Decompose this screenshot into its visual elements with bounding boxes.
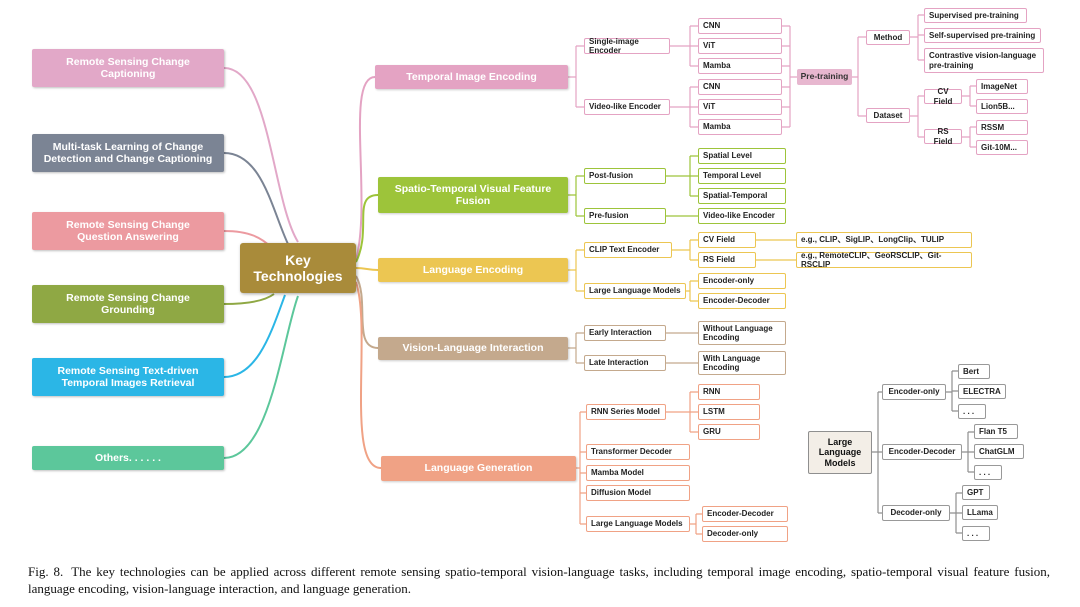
gen-rnn: RNN (698, 384, 760, 400)
key-technologies-node: Key Technologies (240, 243, 356, 293)
task-change-captioning: Remote Sensing Change Captioning (32, 49, 224, 87)
spatial-level: Spatial Level (698, 148, 786, 164)
diffusion-model: Diffusion Model (586, 485, 690, 501)
gen-encoder-decoder: Encoder-Decoder (702, 506, 788, 522)
rnn-series-model: RNN Series Model (586, 404, 666, 420)
method-node: Method (866, 30, 910, 45)
bert: Bert (958, 364, 990, 379)
early-interaction: Early Interaction (584, 325, 666, 341)
with-language-encoding: With Language Encoding (698, 351, 786, 375)
gen-gru: GRU (698, 424, 760, 440)
figure-caption-text: The key technologies can be applied acro… (28, 564, 1051, 596)
connector-branch-3 (355, 267, 379, 271)
pre-training-node: Pre-training (797, 69, 852, 85)
single-image-encoder: Single-image Encoder (584, 37, 670, 55)
connector-lines (223, 14, 976, 535)
lang-cv-field: CV Field (698, 232, 756, 248)
task-multi-task-learning: Multi-task Learning of Change Detection … (32, 134, 224, 172)
spatial-temporal: Spatial-Temporal (698, 188, 786, 204)
video-mamba: Mamba (698, 119, 782, 135)
task-change-grounding: Remote Sensing Change Grounding (32, 285, 224, 323)
chatglm: ChatGLM (974, 444, 1024, 459)
llm-encoder-decoder: Encoder-Decoder (882, 444, 962, 460)
imagenet: ImageNet (976, 79, 1028, 94)
large-language-models-node: Large Language Models (808, 431, 872, 474)
clip-text-encoder: CLIP Text Encoder (584, 242, 672, 258)
transformer-decoder: Transformer Decoder (586, 444, 690, 460)
encoder-only-more: . . . (958, 404, 986, 419)
lang-enc-encoder-decoder: Encoder-Decoder (698, 293, 786, 309)
branch-temporal-image-encoding: Temporal Image Encoding (375, 65, 568, 89)
lang-enc-llm: Large Language Models (584, 283, 686, 299)
figure-caption: Fig. 8.The key technologies can be appli… (28, 563, 1050, 597)
video-cnn: CNN (698, 79, 782, 95)
self-supervised-pretraining: Self-supervised pre-training (924, 28, 1041, 43)
post-fusion: Post-fusion (584, 168, 666, 184)
without-language-encoding: Without Language Encoding (698, 321, 786, 345)
gpt: GPT (962, 485, 990, 500)
lion5b: Lion5B... (976, 99, 1028, 114)
single-vit: ViT (698, 38, 782, 54)
cv-field-examples: e.g., CLIP、SigLIP、LongClip、TULIP (796, 232, 972, 248)
task-change-question-answering: Remote Sensing Change Question Answering (32, 212, 224, 250)
task-others: Others. . . . . . (32, 446, 224, 470)
branch-language-encoding: Language Encoding (378, 258, 568, 282)
branch-language-generation: Language Generation (381, 456, 576, 481)
lang-enc-encoder-only: Encoder-only (698, 273, 786, 289)
connector-task-4 (223, 293, 275, 305)
git-10m: Git-10M... (976, 140, 1028, 155)
contrastive-vl-pretraining: Contrastive vision-language pre-training (924, 48, 1044, 73)
pre-fusion: Pre-fusion (584, 208, 666, 224)
video-vit: ViT (698, 99, 782, 115)
single-cnn: CNN (698, 18, 782, 34)
single-mamba: Mamba (698, 58, 782, 74)
rssm: RSSM (976, 120, 1028, 135)
dataset-node: Dataset (866, 108, 910, 123)
temporal-level: Temporal Level (698, 168, 786, 184)
flan-t5: Flan T5 (974, 424, 1018, 439)
connector-task-2 (223, 152, 289, 245)
decoder-only-more: . . . (962, 526, 990, 541)
video-like-encoder: Video-like Encoder (584, 99, 670, 115)
branch-spatio-temporal-fusion: Spatio-Temporal Visual Feature Fusion (378, 177, 568, 213)
llm-decoder-only: Decoder-only (882, 505, 950, 521)
mamba-model: Mamba Model (586, 465, 690, 481)
connector-branch-1 (355, 76, 376, 261)
connector-task-6 (223, 295, 299, 459)
connector-task-1 (223, 67, 299, 243)
task-temporal-images-retrieval: Remote Sensing Text-driven Temporal Imag… (32, 358, 224, 396)
llm-encoder-only: Encoder-only (882, 384, 946, 400)
pretrain-cv-field: CV Field (924, 87, 962, 106)
electra: ELECTRA (958, 384, 1006, 399)
lang-rs-field: RS Field (698, 252, 756, 268)
branch-vision-language-interaction: Vision-Language Interaction (378, 337, 568, 360)
pre-fusion-video-like-encoder: Video-like Encoder (698, 208, 786, 224)
figure-label: Fig. 8. (28, 564, 64, 579)
late-interaction: Late Interaction (584, 355, 666, 371)
encoder-decoder-more: . . . (974, 465, 1002, 480)
gen-lstm: LSTM (698, 404, 760, 420)
connector-task-5 (223, 294, 286, 378)
gen-decoder-only: Decoder-only (702, 526, 788, 542)
llama: LLama (962, 505, 998, 520)
rs-field-examples: e.g., RemoteCLIP、GeoRSCLIP、Git-RSCLIP (796, 251, 972, 269)
mind-map: Remote Sensing Change Captioning Multi-t… (32, 8, 1044, 542)
gen-llm: Large Language Models (586, 516, 690, 532)
supervised-pretraining: Supervised pre-training (924, 8, 1027, 23)
connector-branch-4 (355, 275, 379, 349)
pretrain-rs-field: RS Field (924, 127, 962, 146)
connector-branch-5 (355, 281, 382, 469)
connector-branch-2 (355, 194, 379, 263)
